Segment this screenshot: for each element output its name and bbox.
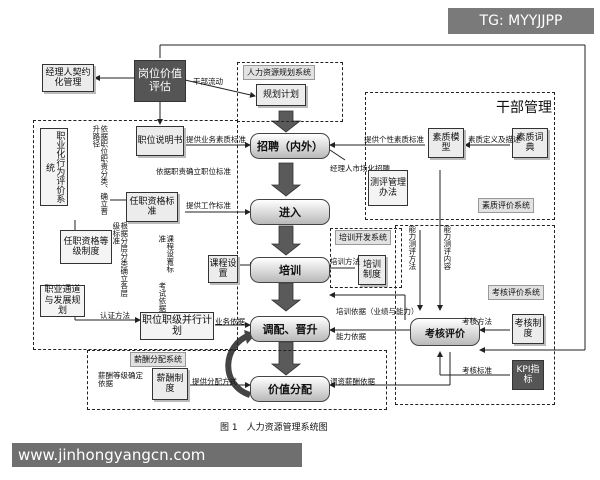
planning-section-label: 人力资源规划系统	[243, 65, 315, 80]
qualification-box[interactable]: 任职资格标准	[126, 192, 178, 222]
tg-watermark: TG: MYYJJPP	[448, 8, 594, 34]
salary-level-label: 薪酬等级确定依据	[98, 371, 143, 389]
career-label: 职业化行为评价系统	[44, 131, 65, 203]
cadre-section	[365, 92, 555, 220]
assess-sys-box[interactable]: 考核制度	[512, 314, 544, 344]
grade-system-box[interactable]: 任职资格等级制度	[60, 230, 112, 264]
train-sys-box[interactable]: 培训制度	[358, 255, 386, 285]
assess-eval-node[interactable]: 考核评价	[410, 318, 480, 346]
personal-quality-label: 提供个性素质标准	[364, 135, 424, 144]
training-dev-section-label: 培训开发系统	[335, 230, 391, 245]
plan-label: 规划计划	[262, 89, 299, 100]
compensation-section-label: 薪酬分配系统	[130, 352, 186, 367]
job-value-box[interactable]: 岗位价值评估	[134, 60, 186, 102]
train-sys-label: 培训制度	[362, 259, 381, 280]
value-dist-node[interactable]: 价值分配	[250, 376, 330, 402]
entry-label: 进入	[279, 206, 301, 219]
grade-class-label: 根据分层分类确立各层级标准	[111, 222, 129, 297]
quality-def-label: 素质定义及描述	[468, 135, 521, 144]
kpi-box[interactable]: KPI指标	[512, 360, 544, 390]
salary-sys-box[interactable]: 薪酬制度	[152, 368, 188, 400]
value-dist-label: 价值分配	[268, 383, 312, 396]
rank-plan-box[interactable]: 职位职级并行计划	[140, 312, 214, 340]
manager-contract-box[interactable]: 经理人契约化管理	[42, 64, 94, 92]
kpi-label: KPI指标	[516, 364, 540, 385]
channel-label: 职业通道与发展规划	[44, 285, 81, 317]
cert-method-label: 认证方法	[100, 311, 130, 320]
career-section	[33, 120, 238, 350]
eval-method-label: 测评管理办法	[370, 177, 407, 198]
training-label: 培训	[279, 264, 301, 277]
cadre-flow-label: 干部流动	[193, 77, 223, 86]
assess-method-label: 考核方法	[462, 317, 492, 326]
manager-market-label: 经理人市场化招聘	[330, 164, 390, 173]
qualification-label: 任职资格标准	[129, 196, 175, 217]
recruit-label: 招聘（内外）	[257, 140, 323, 153]
plan-box[interactable]: 规划计划	[256, 84, 306, 106]
manager-contract-label: 经理人契约化管理	[45, 67, 91, 88]
course-basis-label: 课程设置标准	[157, 235, 175, 273]
course-box[interactable]: 课程设置	[208, 255, 238, 283]
train-method-label: 培训方法	[330, 257, 360, 266]
provide-work-label: 提供工作标准	[186, 201, 231, 210]
business-basis-label: 业务依据	[215, 317, 245, 326]
dist-method-label: 提供分配方式	[192, 377, 237, 386]
quality-model-box[interactable]: 素质模型	[428, 128, 464, 158]
website-watermark: www.jinhongyangcn.com	[12, 443, 302, 467]
position-std-label: 依据职责确立职位标准	[156, 167, 231, 176]
job-desc-label: 职位说明书	[137, 135, 183, 146]
quality-dict-box[interactable]: 素质词典	[512, 128, 548, 158]
assess-sys-label: 考核制度	[514, 318, 542, 339]
course-label: 课程设置	[209, 258, 237, 279]
channel-box[interactable]: 职业通道与发展规划	[40, 285, 85, 317]
quality-model-label: 素质模型	[432, 132, 460, 153]
training-node[interactable]: 培训	[250, 257, 330, 283]
provide-quality-label: 提供业务素质标准	[186, 135, 246, 144]
ability-content-label: 能力测评内容	[442, 225, 452, 270]
compensation-section	[87, 350, 387, 410]
recruit-node[interactable]: 招聘（内外）	[250, 133, 330, 159]
job-basis-label: 依据职位职责分类、确立晋升路径	[91, 125, 109, 215]
entry-node[interactable]: 进入	[250, 199, 330, 225]
assessment-section-label: 考核评价系统	[488, 285, 544, 300]
adjust-label: 调配、晋升	[262, 323, 318, 336]
adjust-node[interactable]: 调配、晋升	[250, 316, 330, 342]
ability-basis-label: 能力依据	[336, 332, 366, 341]
eval-method-box[interactable]: 测评管理办法	[368, 170, 408, 206]
ability-method-label: 能力测评方法	[407, 225, 417, 270]
training-dev-section	[330, 228, 402, 288]
salary-adjust-label: 调资薪酬依据	[330, 377, 375, 386]
career-box[interactable]: 职业化行为评价系统	[40, 128, 68, 206]
grade-system-label: 任职资格等级制度	[63, 236, 109, 257]
job-value-label: 岗位价值评估	[138, 67, 182, 93]
figure-caption: 图 1 人力资源管理系统图	[220, 423, 328, 433]
assessment-section	[395, 225, 555, 405]
assess-std-label: 考核标准	[462, 366, 492, 375]
train-basis-label: 培训依据（业绩与能力）	[336, 307, 419, 316]
salary-sys-label: 薪酬制度	[156, 373, 184, 394]
job-desc-box[interactable]: 职位说明书	[136, 126, 184, 156]
quality-eval-section-label: 素质评价系统	[478, 198, 534, 213]
assess-eval-label: 考核评价	[425, 328, 465, 340]
rank-plan-label: 职位职级并行计划	[142, 314, 212, 338]
planning-section	[237, 62, 343, 122]
cadre-section-label: 干部管理	[496, 100, 552, 116]
quality-dict-label: 素质词典	[516, 132, 544, 153]
assess-basis-label: 考试依据	[157, 282, 167, 312]
